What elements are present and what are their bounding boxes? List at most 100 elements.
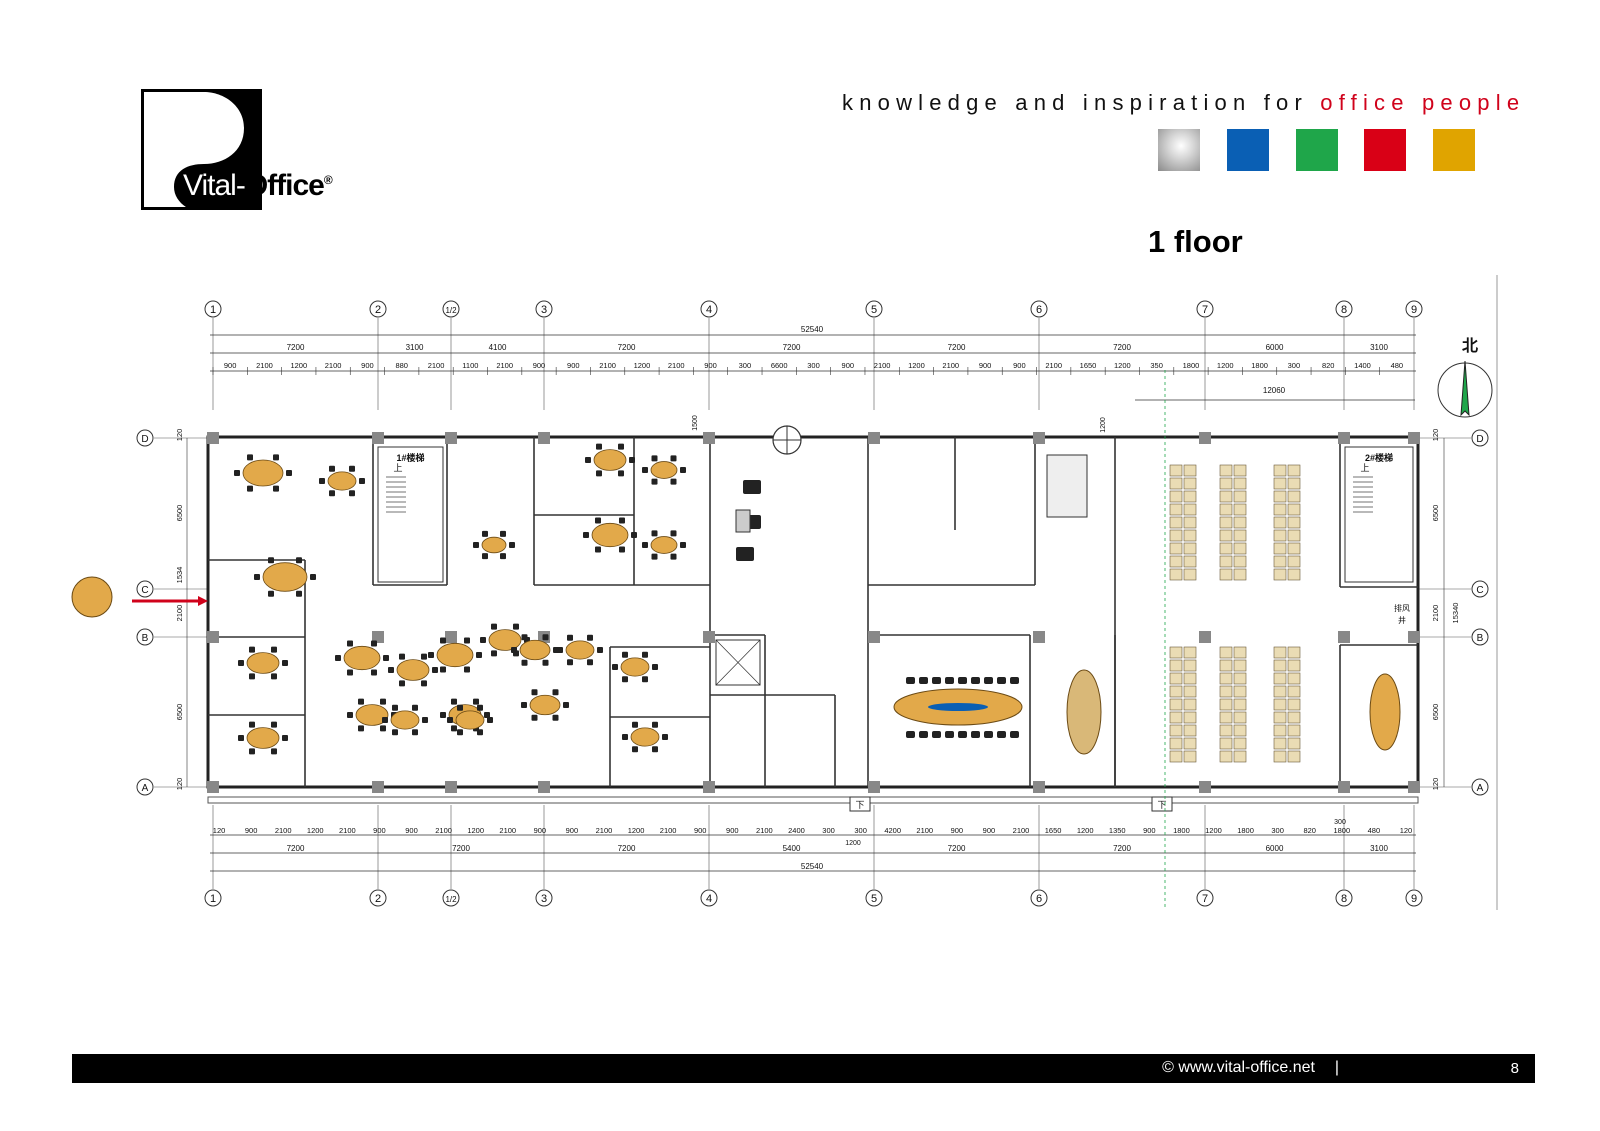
- stair-down-label: 下: [855, 800, 864, 810]
- chair: [247, 485, 253, 492]
- shaft-label: 排风: [1394, 603, 1410, 613]
- round-table-external: [71, 576, 113, 618]
- dim-detail-bottom: 2100: [596, 826, 613, 835]
- axis-bubble: [1335, 889, 1353, 907]
- axis-number-label: 1: [210, 893, 216, 905]
- dim-detail-top: 2100: [599, 361, 616, 370]
- chair: [491, 650, 497, 657]
- row-letter-label: A: [142, 783, 149, 794]
- dim-detail-bottom: 300: [854, 826, 867, 835]
- training-desk: [1183, 542, 1197, 555]
- chair: [958, 731, 967, 738]
- dim-detail-bottom: 120: [213, 826, 226, 835]
- desk-pod: [246, 652, 280, 674]
- footer-separator: |: [1334, 1059, 1339, 1076]
- swatch-blue: [1227, 129, 1269, 171]
- training-desk: [1169, 646, 1183, 659]
- axis-bubble: [1335, 300, 1353, 318]
- chair: [473, 698, 479, 705]
- chair: [945, 677, 954, 684]
- training-desk: [1233, 685, 1247, 698]
- dim-detail-top: 300: [1288, 361, 1301, 370]
- dim-detail-top: 2100: [325, 361, 342, 370]
- dim-side-right: 6500: [1431, 505, 1440, 522]
- axis-number-label: 4: [706, 304, 712, 316]
- training-desk: [1287, 672, 1301, 685]
- stair-up-label: 上: [393, 463, 402, 473]
- chair: [597, 647, 603, 653]
- logo-registered-mark: ®: [323, 173, 333, 187]
- dim-span-bottom: 7200: [287, 844, 305, 853]
- training-desk: [1169, 750, 1183, 763]
- dim-detail-bottom: 2100: [756, 826, 773, 835]
- dim-detail-top: 1200: [1217, 361, 1234, 370]
- chair: [358, 698, 364, 705]
- structural-column: [445, 432, 457, 444]
- training-desk: [1233, 724, 1247, 737]
- training-desk: [1233, 464, 1247, 477]
- chair: [513, 623, 519, 630]
- training-desk: [1287, 542, 1301, 555]
- chair: [567, 634, 573, 641]
- dim-detail-bottom: 1800: [1237, 826, 1254, 835]
- chair: [906, 677, 915, 684]
- chair: [642, 676, 648, 683]
- chair: [247, 454, 253, 461]
- dim-detail-top: 900: [224, 361, 237, 370]
- chair: [629, 457, 635, 463]
- chair: [651, 455, 658, 462]
- chair: [618, 443, 624, 450]
- chair: [392, 704, 398, 711]
- dim-detail-bottom: 1350: [1109, 826, 1126, 835]
- structural-column: [207, 432, 219, 444]
- training-desk: [1183, 724, 1197, 737]
- dim-300-right: 300: [1334, 819, 1346, 826]
- row-letter-label: C: [1476, 585, 1483, 596]
- chair: [412, 704, 418, 711]
- training-desk: [1273, 724, 1287, 737]
- structural-column: [868, 631, 880, 643]
- dim-detail-top: 2100: [668, 361, 685, 370]
- dim-side-left: 2100: [175, 605, 184, 622]
- training-desk: [1273, 464, 1287, 477]
- chair: [622, 734, 628, 740]
- dim-side-right: 2100: [1431, 605, 1440, 622]
- structural-column: [207, 631, 219, 643]
- chair: [447, 717, 453, 723]
- training-desk: [1169, 711, 1183, 724]
- training-desk: [1273, 503, 1287, 516]
- dim-detail-bottom: 300: [1271, 826, 1284, 835]
- chair: [587, 634, 593, 641]
- dim-detail-top: 2100: [874, 361, 891, 370]
- chair: [234, 470, 240, 476]
- training-desk: [1183, 711, 1197, 724]
- stair-down-box: [849, 796, 871, 812]
- dim-detail-top: 300: [739, 361, 752, 370]
- entrance-arrow-head: [198, 596, 208, 606]
- axis-number-label: 3: [541, 304, 547, 316]
- dim-detail-top: 900: [979, 361, 992, 370]
- chair: [632, 721, 638, 728]
- chair: [440, 712, 446, 718]
- chair: [932, 731, 941, 738]
- lounge-table: [735, 509, 751, 533]
- training-desk: [1219, 646, 1233, 659]
- row-bubble: [136, 778, 154, 796]
- lounge-sofa: [736, 547, 754, 561]
- training-desk: [1219, 529, 1233, 542]
- dim-detail-top: 900: [842, 361, 855, 370]
- chair: [491, 623, 497, 630]
- training-desk: [1169, 477, 1183, 490]
- dim-detail-top: 1200: [634, 361, 651, 370]
- chair: [595, 546, 601, 553]
- dim-detail-bottom: 4200: [884, 826, 901, 835]
- row-bubble: [136, 580, 154, 598]
- structural-column: [538, 432, 550, 444]
- swatch-green: [1296, 129, 1338, 171]
- training-desk: [1233, 555, 1247, 568]
- chair: [583, 532, 589, 538]
- axis-number-label: 5: [871, 304, 877, 316]
- chair: [906, 731, 915, 738]
- training-desk: [1287, 464, 1301, 477]
- logo-swirl-icon: [174, 92, 259, 207]
